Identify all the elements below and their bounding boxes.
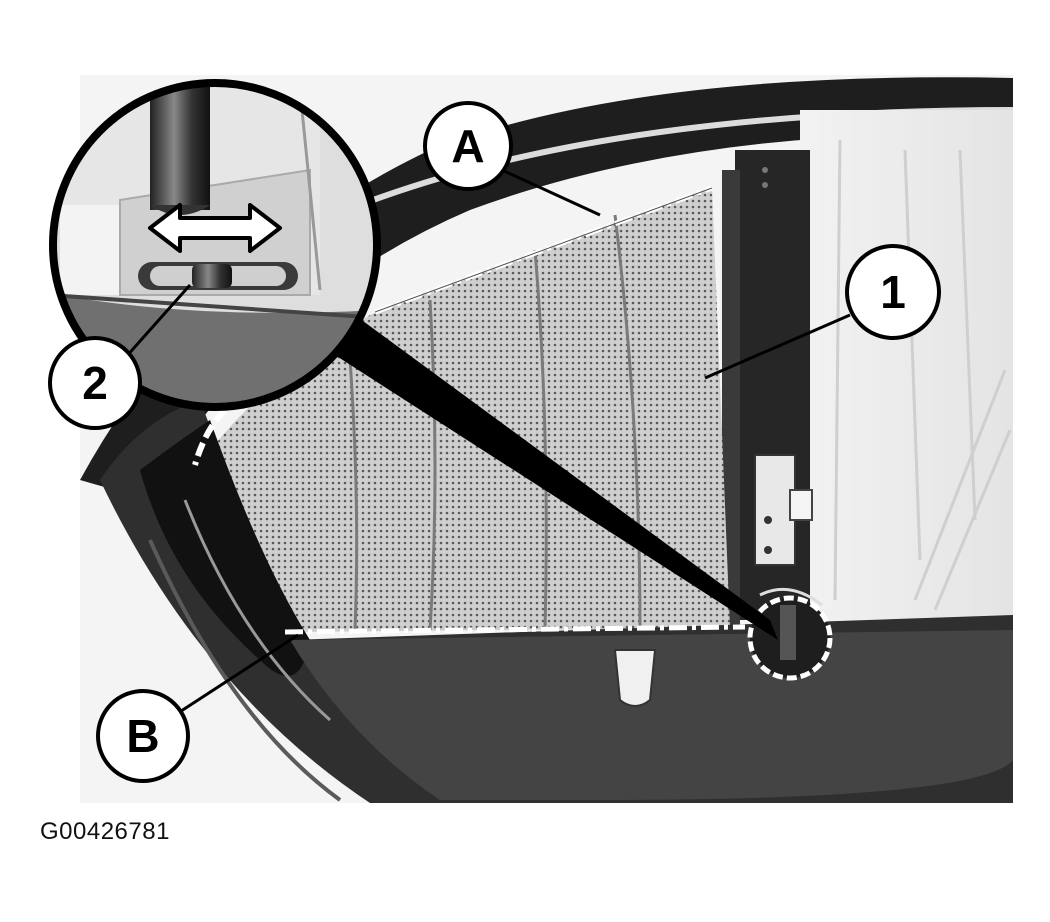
- detail-inset: [49, 79, 381, 411]
- svg-text:2: 2: [82, 357, 108, 409]
- callout-1: 1: [845, 244, 941, 340]
- callout-2: 2: [48, 336, 142, 430]
- leader-lines: [123, 168, 851, 717]
- callout-a: A: [423, 101, 513, 191]
- door-photo: [80, 75, 1014, 803]
- callout-b: B: [96, 689, 190, 783]
- svg-text:A: A: [451, 120, 484, 172]
- svg-text:1: 1: [880, 266, 906, 318]
- figure-id-label: G00426781: [40, 818, 170, 845]
- double-headed-arrow-icon: [148, 203, 282, 253]
- magnifier-wedge: [335, 310, 778, 640]
- svg-text:B: B: [126, 710, 159, 762]
